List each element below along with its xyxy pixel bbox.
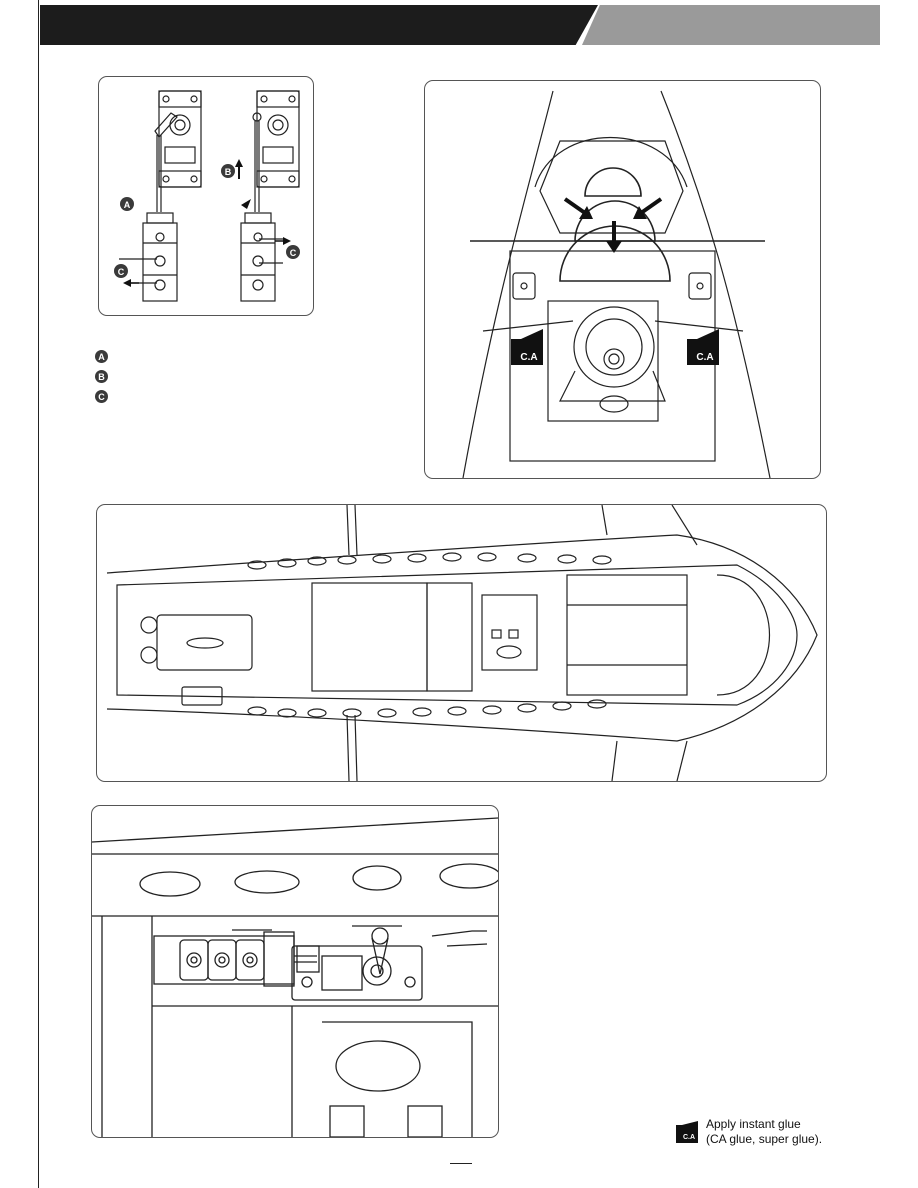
servo-body-right xyxy=(256,90,300,188)
servo-body-left xyxy=(158,90,202,188)
ca-glue-note-text: Apply instant glue (CA glue, super glue)… xyxy=(706,1117,822,1147)
badge-a-text: A xyxy=(124,200,131,210)
pushrod-keeper-drawing xyxy=(92,817,498,1137)
servo-linkage-drawing: A B C C xyxy=(114,90,300,302)
legend: A B C xyxy=(95,350,108,410)
ca-note-line2: (CA glue, super glue). xyxy=(706,1132,823,1146)
legend-badge-b: B xyxy=(95,370,108,383)
ca-glue-bottle-icon: C.A xyxy=(676,1121,698,1143)
ca-glue-icon-right: C.A xyxy=(687,329,719,365)
legend-badge-c: C xyxy=(95,390,108,403)
ca-glue-icon-left: C.A xyxy=(511,329,543,365)
badge-b-text: B xyxy=(225,167,232,177)
badge-c-left-text: C xyxy=(118,267,125,277)
pushrod-keeper-figure xyxy=(91,805,499,1138)
page-number-rule xyxy=(450,1163,472,1164)
header-bar-light xyxy=(582,5,880,45)
nose-bearing-figure: C.A C.A xyxy=(424,80,821,479)
ca-glue-note: C.A Apply instant glue (CA glue, super g… xyxy=(676,1117,822,1147)
badge-c-right-text: C xyxy=(290,248,297,258)
badge-a-circle xyxy=(120,197,134,211)
servo-linkage-figure: A B C C xyxy=(98,76,314,316)
ca-icon-text: C.A xyxy=(683,1134,695,1141)
fuselage-drawing xyxy=(106,505,818,781)
fuselage-top-figure xyxy=(96,504,827,782)
nose-bearing-drawing: C.A C.A xyxy=(462,90,771,478)
legend-badge-a: A xyxy=(95,350,108,363)
page-margin-rule xyxy=(38,0,39,1188)
ca-label-left: C.A xyxy=(520,352,537,363)
ca-note-line1: Apply instant glue xyxy=(706,1117,801,1131)
header-bar-dark xyxy=(40,5,598,45)
ca-label-right: C.A xyxy=(696,352,713,363)
